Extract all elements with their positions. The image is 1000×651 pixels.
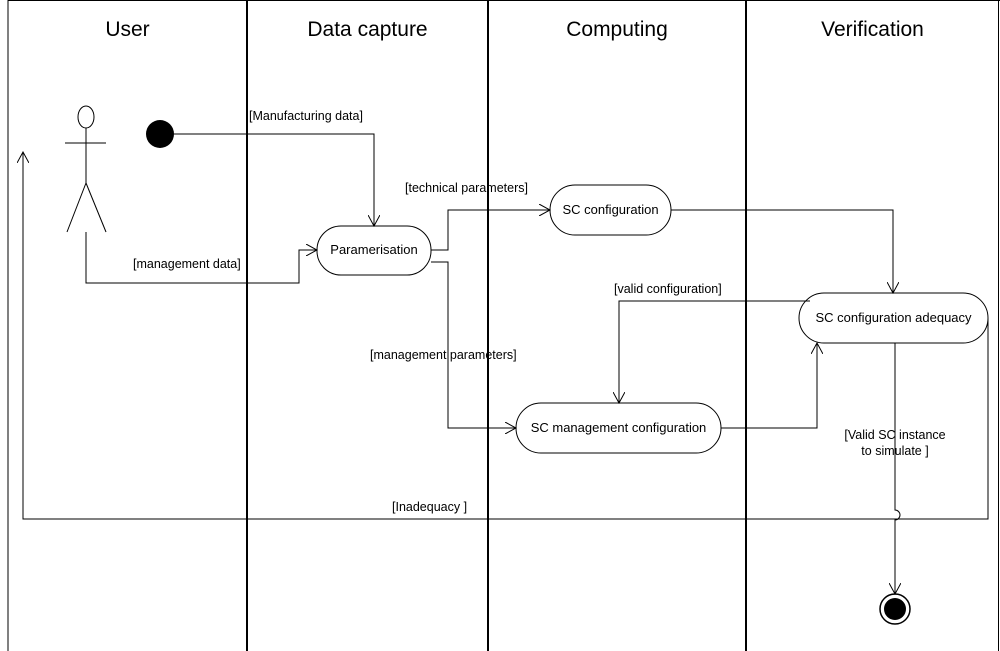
sc-management-configuration-label: SC management configuration (530, 420, 707, 435)
flow-paramerisation-to-sc-management (431, 261, 516, 428)
flow-paramerisation-to-sc-configuration (431, 210, 550, 251)
guard-technical-parameters: [technical parameters] (405, 181, 528, 195)
flow-inadequacy-to-user (23, 152, 989, 520)
guard-valid-sc-instance-line2: to simulate ] (861, 444, 929, 458)
guard-valid-configuration: [valid configuration] (614, 282, 722, 296)
user-actor-icon (65, 105, 107, 233)
flow-sc-management-to-adequacy (721, 343, 817, 429)
flow-sc-configuration-to-adequacy (671, 209, 893, 293)
flow-adequacy-to-sc-management (619, 300, 810, 403)
final-node (879, 593, 911, 625)
swimlane-frame (7, 0, 1000, 651)
guard-management-data: [management data] (133, 257, 241, 271)
lane-title-computing: Computing (566, 18, 668, 41)
lane-title-data-capture: Data capture (307, 18, 428, 41)
flow-adequacy-to-final (895, 343, 900, 594)
flow-user-to-paramerisation (85, 232, 317, 284)
guard-valid-sc-instance-line1: [Valid SC instance (844, 428, 946, 442)
guard-manufacturing-data: [Manufacturing data] (249, 109, 363, 123)
sc-configuration-label: SC configuration (562, 202, 659, 217)
initial-node (146, 120, 174, 148)
lane-title-user: User (105, 18, 150, 41)
lane-title-verification: Verification (821, 18, 924, 41)
paramerisation-label: Paramerisation (330, 242, 418, 257)
flow-initial-to-paramerisation (174, 133, 374, 226)
guard-inadequacy: [Inadequacy ] (392, 500, 468, 514)
sc-configuration-adequacy-label: SC configuration adequacy (815, 310, 972, 325)
guard-valid-sc-instance: [Valid SC instance to simulate ] (830, 427, 960, 459)
guard-management-parameters: [management parameters] (370, 348, 517, 362)
